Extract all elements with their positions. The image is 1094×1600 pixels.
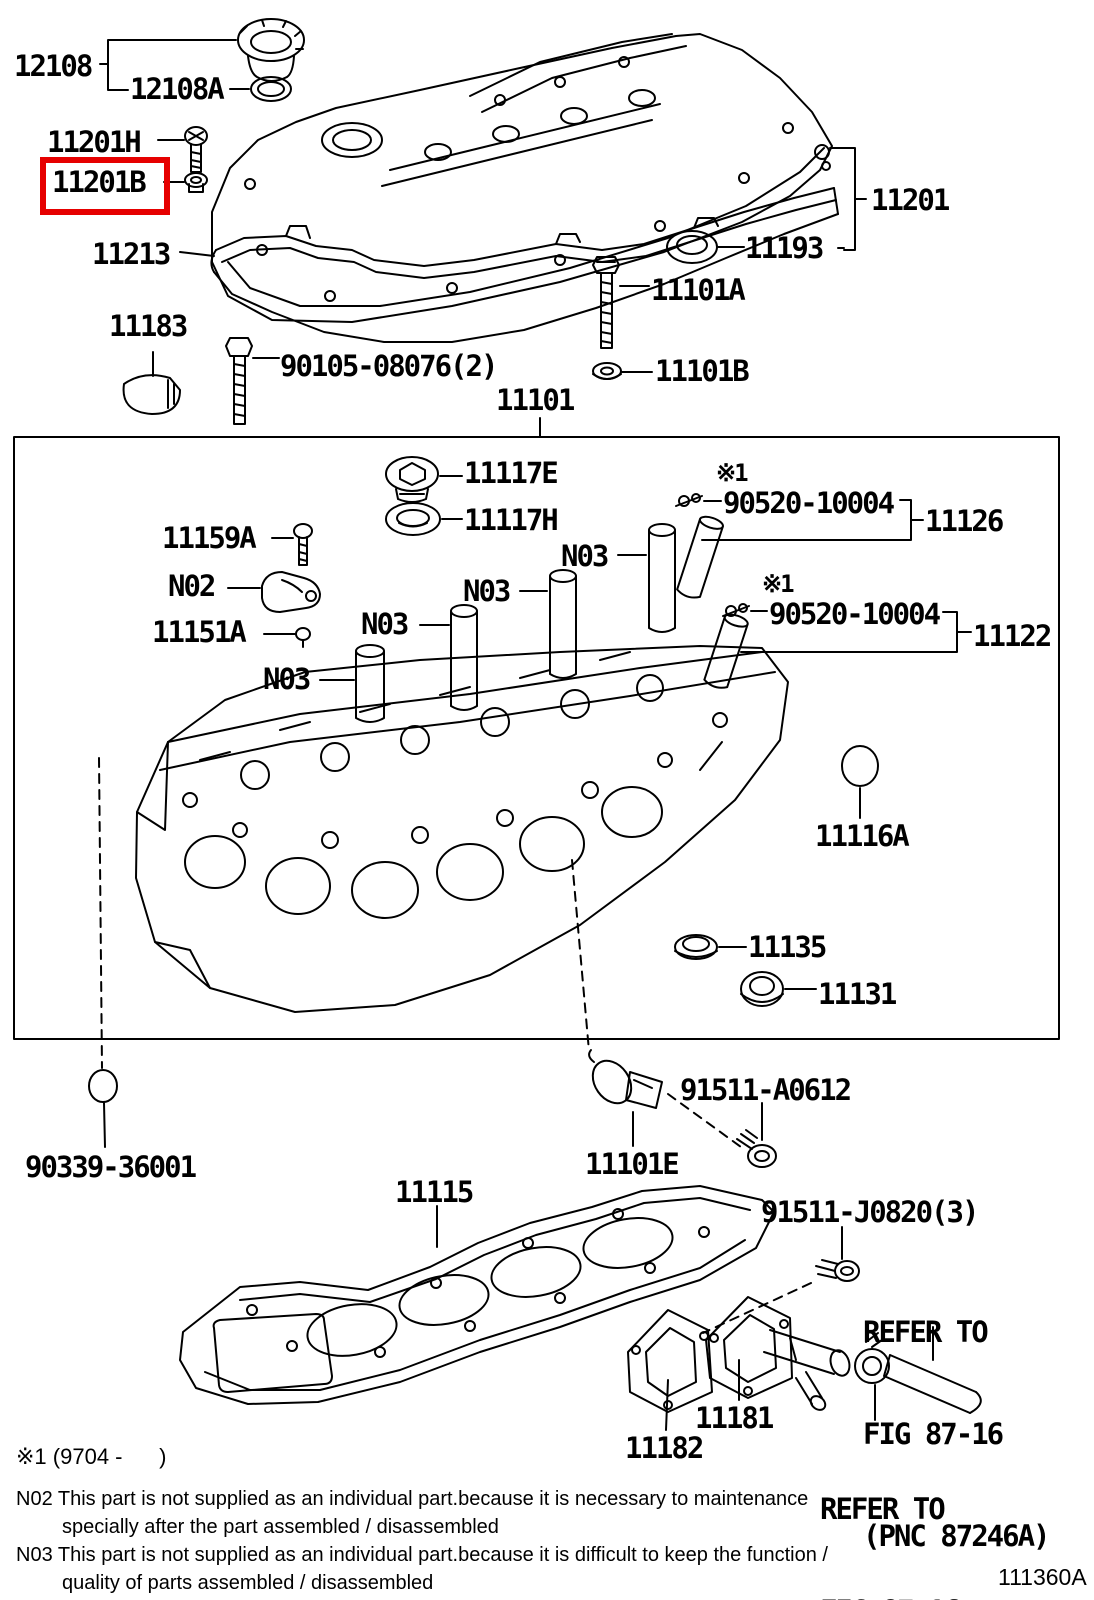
bolt-11159a-drawing — [293, 523, 313, 566]
part-label-11117e[interactable]: 11117E — [464, 456, 559, 490]
washer-11117h-drawing — [385, 502, 441, 536]
part-label-11116a[interactable]: 11116A — [815, 819, 910, 853]
part-label-11181[interactable]: 11181 — [695, 1401, 774, 1435]
plug-11117e-drawing — [385, 456, 439, 503]
part-label-11135[interactable]: 11135 — [748, 930, 827, 964]
refer-note-2-line2: FIG 87-16 — [820, 1594, 961, 1600]
ring-11131-drawing — [740, 971, 784, 1007]
oil-filler-cap-drawing — [237, 18, 305, 82]
part-label-11117h[interactable]: 11117H — [464, 503, 559, 537]
part-label-n03-3[interactable]: N03 — [463, 574, 511, 608]
part-label-11151a[interactable]: 11151A — [152, 615, 247, 649]
refer-note-1-line1: REFER TO — [863, 1315, 989, 1349]
clip-90520-drawing-1 — [675, 493, 703, 507]
leader-90339 — [103, 1102, 106, 1148]
part-label-11213[interactable]: 11213 — [92, 237, 171, 271]
cover-gasket-drawing — [210, 187, 839, 343]
leader-11213 — [179, 251, 215, 257]
part-label-90105[interactable]: 90105-08076(2) — [280, 349, 498, 383]
outlet-gasket-11182-drawing — [627, 1309, 713, 1413]
seal-11135-drawing — [674, 934, 718, 960]
part-label-12108[interactable]: 12108 — [14, 49, 93, 83]
part-label-11159a[interactable]: 11159A — [162, 521, 257, 555]
part-label-12108a[interactable]: 12108A — [130, 72, 225, 106]
highlight-box-11201b — [40, 157, 170, 215]
ref-mark-2: ※1 — [762, 570, 795, 598]
cap-gasket-drawing — [250, 76, 292, 102]
part-label-11201h[interactable]: 11201H — [47, 125, 142, 159]
cylinder-head-drawing — [135, 645, 789, 1013]
part-label-11201[interactable]: 11201 — [871, 183, 950, 217]
sensor-11101e-drawing — [588, 1049, 663, 1109]
footnote-ref1: ※1 (9704 - ) — [16, 1444, 167, 1469]
part-label-91511j[interactable]: 91511-J0820(3) — [761, 1195, 979, 1229]
bracket-11126 — [701, 499, 924, 541]
outlet-gasket-11181-drawing — [705, 1296, 793, 1399]
part-label-11131[interactable]: 11131 — [818, 977, 897, 1011]
bolt-91511j-drawing — [815, 1259, 860, 1282]
bolt-90105-drawing — [225, 337, 253, 425]
cap-n02-drawing — [261, 571, 321, 613]
bolt-11101a-drawing — [592, 256, 620, 349]
bolt-91511a-drawing — [736, 1129, 777, 1168]
clip-90520-drawing-2 — [722, 603, 750, 617]
valve-guides-drawing — [355, 515, 749, 723]
diagram-frame-box — [13, 436, 1060, 1040]
part-label-11101b[interactable]: 11101B — [655, 354, 750, 388]
grommet-11201b-drawing — [184, 172, 208, 193]
part-label-n03-4[interactable]: N03 — [561, 539, 609, 573]
footnote-n02-line1: N02 This part is not supplied as an indi… — [16, 1488, 809, 1510]
dashed-leader-11101e — [571, 859, 590, 1052]
part-label-n03-2[interactable]: N03 — [361, 607, 409, 641]
stud-11151a-drawing — [295, 627, 311, 648]
figure-code: 111360A — [998, 1564, 1087, 1590]
leader-11182 — [665, 1379, 669, 1431]
leader-11193 — [717, 246, 845, 249]
part-label-11126[interactable]: 11126 — [925, 504, 1004, 538]
part-label-90339[interactable]: 90339-36001 — [25, 1150, 197, 1184]
dashed-leader-91511a — [667, 1093, 742, 1148]
part-label-91511a[interactable]: 91511-A0612 — [680, 1073, 852, 1107]
part-label-11101a[interactable]: 11101A — [651, 273, 746, 307]
nut-11101b-drawing — [592, 362, 622, 380]
water-outlet-drawing — [763, 1329, 890, 1411]
part-label-11101e[interactable]: 11101E — [585, 1147, 680, 1181]
refer-note-2-line1: REFER TO — [820, 1492, 946, 1526]
ref-mark-1: ※1 — [716, 459, 749, 487]
bracket-11122 — [740, 611, 972, 653]
footnote-n02-line2: specially after the part assembled / dis… — [62, 1516, 499, 1538]
part-label-11193[interactable]: 11193 — [745, 231, 824, 265]
bolt-11201h-drawing — [184, 126, 208, 173]
refer-note-1: REFER TO FIG 87-16 (PNC 87246A) — [863, 1247, 1051, 1600]
leaders-n03 — [319, 554, 647, 681]
part-label-90520-1[interactable]: 90520-10004 — [723, 486, 895, 520]
plug-11183-drawing — [122, 374, 181, 415]
ball-90339-drawing — [88, 1069, 118, 1103]
head-gasket-drawing — [179, 1185, 775, 1405]
plug-11116a-drawing — [841, 745, 879, 787]
dashed-leader-90339 — [98, 757, 103, 1069]
part-label-n03-1[interactable]: N03 — [263, 662, 311, 696]
part-label-11122[interactable]: 11122 — [973, 619, 1052, 653]
valve-cover-drawing — [211, 33, 833, 323]
part-label-n02[interactable]: N02 — [168, 569, 216, 603]
part-label-11182[interactable]: 11182 — [625, 1431, 704, 1465]
refer-note-1-line2: FIG 87-16 — [863, 1417, 1004, 1451]
footnote-n03-line1: N03 This part is not supplied as an indi… — [16, 1544, 828, 1566]
leader-12108 — [99, 39, 237, 91]
bracket-11201 — [829, 147, 867, 251]
part-label-11115[interactable]: 11115 — [395, 1175, 474, 1209]
refer-note-1-line3: (PNC 87246A) — [863, 1519, 1051, 1553]
part-label-11183[interactable]: 11183 — [109, 309, 188, 343]
part-label-11101[interactable]: 11101 — [496, 383, 575, 417]
part-label-11201b[interactable]: 11201B — [52, 165, 147, 199]
footnote-n03-line2: quality of parts assembled / disassemble… — [62, 1572, 434, 1594]
refer-note-2: REFER TO FIG 87-16 — [820, 1424, 961, 1600]
part-label-90520-2[interactable]: 90520-10004 — [769, 597, 941, 631]
hose-drawing — [883, 1354, 982, 1414]
